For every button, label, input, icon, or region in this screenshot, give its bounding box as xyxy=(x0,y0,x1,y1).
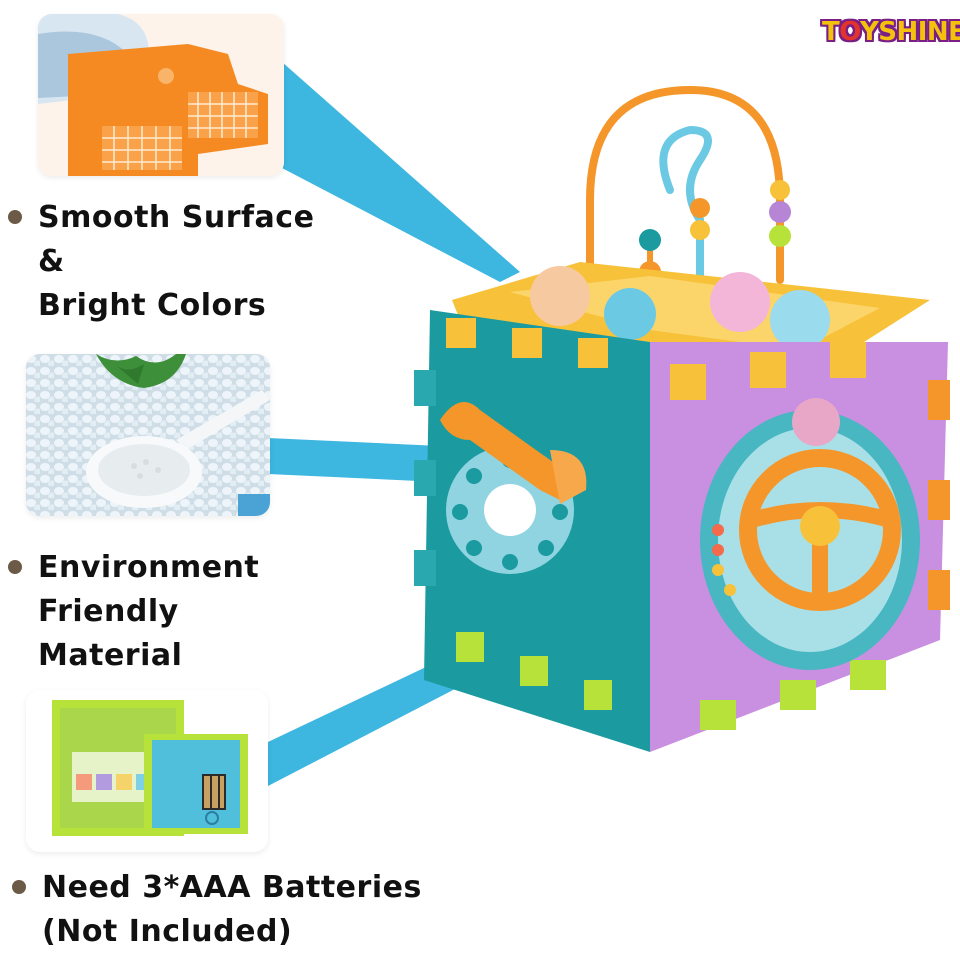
thumbnail-batteries xyxy=(26,690,268,852)
feature-line-1: Smooth Surface & xyxy=(38,200,315,279)
connector-beam-2 xyxy=(268,438,440,482)
feature-eco-material: Environment Friendly Material xyxy=(8,546,328,678)
bullet-icon xyxy=(8,560,22,574)
thumbnail-material xyxy=(26,354,270,516)
feature-line-2: (Not Included) xyxy=(42,914,293,949)
feature-line-2: Friendly Material xyxy=(38,594,183,673)
feature-line-1: Environment xyxy=(38,550,260,585)
thumbnail-smooth-surface xyxy=(38,14,284,176)
bullet-icon xyxy=(12,880,26,894)
feature-line-1: Need 3*AAA Batteries xyxy=(42,870,422,905)
steering-wheel xyxy=(739,449,901,611)
brand-logo: TOYSHINE xyxy=(822,17,960,47)
feature-batteries: Need 3*AAA Batteries (Not Included) xyxy=(12,866,442,954)
feature-smooth-surface: Smooth Surface & Bright Colors xyxy=(8,196,328,328)
bullet-icon xyxy=(8,210,22,224)
phone-handset xyxy=(440,402,568,500)
connector-beam-3 xyxy=(268,648,480,786)
feature-line-2: Bright Colors xyxy=(38,288,267,323)
connector-beam-1 xyxy=(282,62,520,282)
bead-maze-wire xyxy=(586,85,784,294)
activity-cube-illustration xyxy=(414,85,950,752)
